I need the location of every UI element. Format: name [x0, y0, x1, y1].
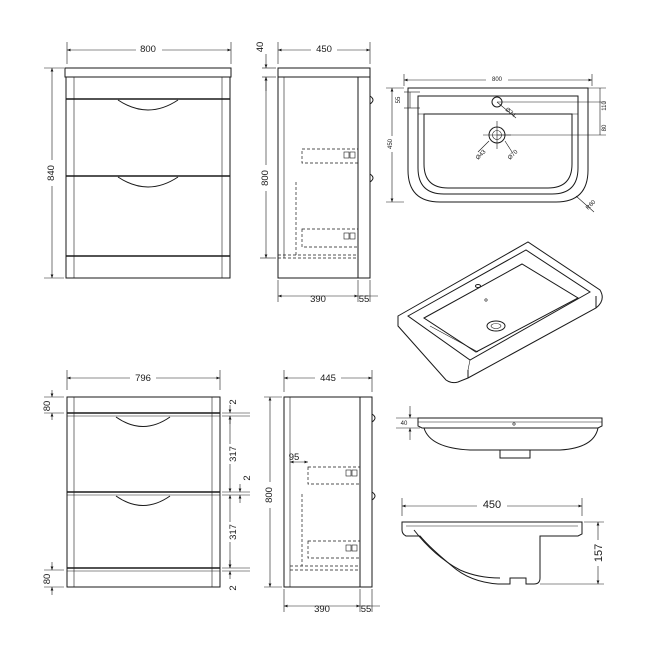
- side-front-depth-label: 55: [359, 294, 370, 305]
- front2-gap-mid-label: 2: [242, 475, 253, 480]
- basin-front-rim-label: 40: [401, 421, 408, 427]
- side2-front-depth-label: 55: [361, 604, 372, 615]
- basin-plan-view: 800 450 55 Ø34 Ø43 Ø70: [386, 74, 608, 213]
- plan-waste-dia-2-label: Ø70: [507, 149, 520, 162]
- front2-plinth-label: 80: [42, 574, 53, 585]
- side-depth-label: 450: [316, 44, 332, 55]
- side-view-bottom: 445 800 95 390 55: [263, 370, 380, 615]
- front-view-bottom: 796 80 80 2 317: [42, 370, 253, 595]
- front2-width-label: 796: [135, 373, 151, 384]
- front2-top-rail-label: 80: [42, 401, 53, 412]
- plan-tap-offset-label: 110: [602, 101, 608, 111]
- side2-depth-label: 445: [320, 373, 336, 384]
- plan-depth-label: 450: [388, 138, 394, 149]
- side-body-depth-label: 390: [310, 294, 326, 305]
- basin-side-depth-label: 450: [483, 499, 501, 511]
- front-view-top: 800 840: [44, 42, 232, 279]
- side2-inner-offset-label: 95: [289, 452, 300, 463]
- front-height-label: 840: [46, 165, 57, 181]
- basin-isometric-view: [397, 241, 603, 384]
- front2-drawer-1-label: 317: [228, 446, 239, 462]
- basin-side-height-label: 157: [593, 544, 605, 562]
- plan-waste-dia-1-label: Ø43: [475, 149, 488, 162]
- front-width-label: 800: [140, 44, 156, 55]
- plan-back-margin-label: 55: [396, 96, 402, 103]
- side2-body-depth-label: 390: [314, 604, 330, 615]
- side2-height-label: 800: [264, 487, 275, 503]
- front2-drawer-2-label: 317: [228, 524, 239, 540]
- side-height-label: 800: [260, 170, 271, 186]
- front2-gap-top-label: 2: [228, 399, 239, 404]
- front2-gap-bottom-label: 2: [228, 585, 239, 590]
- plan-width-label: 800: [492, 77, 503, 83]
- basin-side-section: 450 157: [401, 497, 605, 585]
- plan-tap-hole-label: Ø34: [504, 107, 517, 119]
- plan-waste-offset-label: 80: [602, 124, 608, 131]
- side-top-thickness-label: 40: [255, 42, 266, 53]
- side-view-top: 450 40 800 390: [255, 42, 378, 305]
- basin-front-elevation: 40: [396, 406, 603, 459]
